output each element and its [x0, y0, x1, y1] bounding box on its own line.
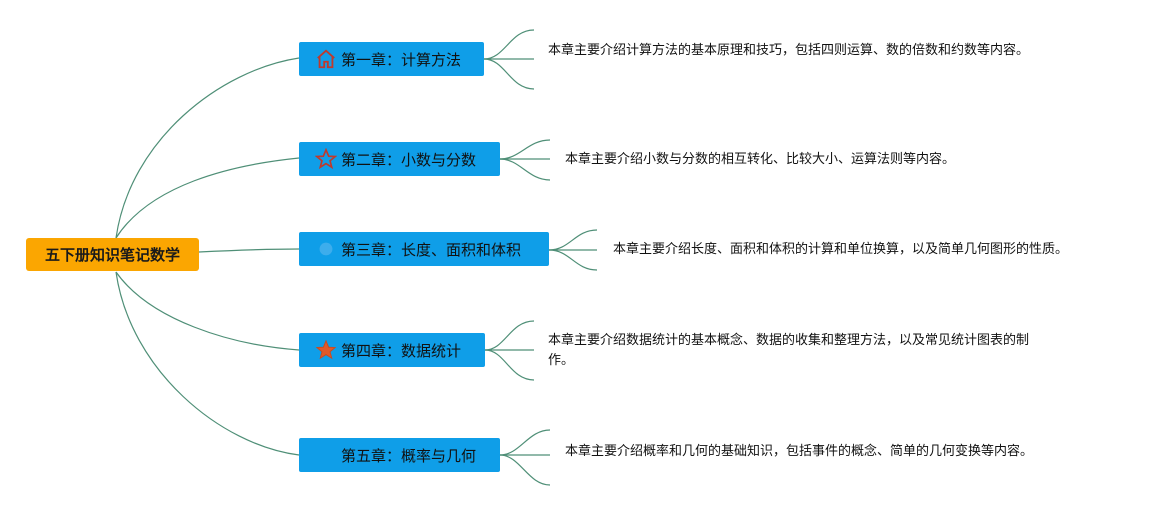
chapter-description-4: 本章主要介绍数据统计的基本概念、数据的收集和整理方法，以及常见统计图表的制作。 [548, 333, 1030, 368]
chapter-description-2: 本章主要介绍小数与分数的相互转化、比较大小、运算法则等内容。 [565, 152, 956, 167]
chapter-5-icon-placeholder [315, 444, 337, 466]
chapter-title-5: 第五章：概率与几何 [341, 446, 477, 465]
connector-root-ch2 [115, 157, 300, 239]
chapter-title-4: 第四章：数据统计 [341, 341, 462, 360]
root-node[interactable]: 五下册知识笔记数学 [26, 238, 199, 271]
connector-ch5-desc-b [499, 454, 551, 486]
connector-ch2-desc-b [499, 158, 551, 181]
chapter-description-3: 本章主要介绍长度、面积和体积的计算和单位换算，以及简单几何图形的性质。 [613, 242, 1069, 257]
root-label: 五下册知识笔记数学 [44, 246, 180, 264]
chapter-title-1: 第一章：计算方法 [341, 50, 462, 69]
connector-ch1-desc-b [483, 58, 535, 90]
chapter-title-2: 第二章：小数与分数 [341, 150, 477, 169]
connector-root-ch1 [115, 57, 300, 239]
chapter-node-1[interactable]: 第一章：计算方法 [299, 42, 484, 76]
connector-root-ch5 [115, 271, 300, 456]
connector-ch3-desc-b [548, 249, 598, 271]
connector-root-ch4 [115, 271, 300, 351]
chapter-node-2[interactable]: 第二章：小数与分数 [299, 142, 500, 176]
connector-ch4-desc-b [484, 349, 535, 381]
chapter-node-5[interactable]: 第五章：概率与几何 [299, 438, 500, 472]
chapter-title-3: 第三章：长度、面积和体积 [341, 240, 522, 259]
connector-ch2-desc-a [499, 139, 551, 160]
chapter-node-3[interactable]: 第三章：长度、面积和体积 [299, 232, 549, 266]
connector-ch3-desc-a [548, 229, 598, 251]
chapter-description-1: 本章主要介绍计算方法的基本原理和技巧，包括四则运算、数的倍数和约数等内容。 [548, 43, 1030, 58]
faded-bubble-icon [315, 238, 337, 260]
star-outline-icon [315, 148, 337, 170]
chapter-node-4[interactable]: 第四章：数据统计 [299, 333, 485, 367]
home-icon [315, 48, 337, 70]
connector-root-ch3 [198, 248, 300, 253]
connector-ch1-desc-a [483, 29, 535, 60]
star-filled-icon [315, 339, 337, 361]
connector-ch4-desc-a [484, 320, 535, 351]
chapter-description-5: 本章主要介绍概率和几何的基础知识，包括事件的概念、简单的几何变换等内容。 [565, 444, 1034, 459]
connector-ch5-desc-a [499, 429, 551, 456]
